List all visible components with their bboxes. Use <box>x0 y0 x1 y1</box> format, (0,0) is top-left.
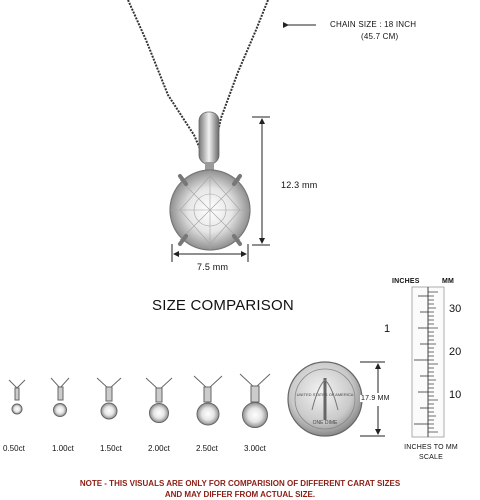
chain-size-cm-label: (45.7 CM) <box>361 32 399 41</box>
disclaimer-line2: AND MAY DIFFER FROM ACTUAL SIZE. <box>164 490 316 499</box>
size-comparison-pendants <box>8 373 271 428</box>
ruler-inches-header: INCHES <box>392 278 420 285</box>
carat-label-150: 1.50ct <box>100 444 122 453</box>
coin-top-text: UNITED STATES OF AMERICA <box>296 392 354 397</box>
ruler-mm-10: 10 <box>449 389 462 401</box>
carat-label-200: 2.00ct <box>148 444 170 453</box>
ruler <box>411 286 445 438</box>
dime-coin <box>287 361 363 437</box>
carat-label-100: 1.00ct <box>52 444 74 453</box>
ruler-caption-line1: INCHES TO MM <box>404 444 458 451</box>
pendant-height-label: 12.3 mm <box>281 180 318 190</box>
ruler-mm-header: MM <box>442 278 455 285</box>
pendant <box>169 111 251 251</box>
ruler-caption-line2: SCALE <box>419 454 443 461</box>
width-dimension <box>171 244 249 262</box>
size-comparison-title: SIZE COMPARISON <box>152 297 294 314</box>
ruler-inch-1: 1 <box>384 323 391 335</box>
chain-size-label: CHAIN SIZE : 18 INCH <box>330 20 417 29</box>
ruler-mm-20: 20 <box>449 346 462 358</box>
coin-bottom-text: ONE DIME <box>312 420 338 426</box>
chain <box>127 0 269 159</box>
carat-label-250: 2.50ct <box>196 444 218 453</box>
disclaimer-line1: NOTE - THIS VISUALS ARE ONLY FOR COMPARI… <box>79 479 401 488</box>
carat-label-300: 3.00ct <box>244 444 266 453</box>
height-dimension <box>252 116 270 246</box>
coin-diameter-label: 17.9 MM <box>360 395 391 402</box>
ruler-mm-30: 30 <box>449 303 462 315</box>
pendant-width-label: 7.5 mm <box>197 262 229 272</box>
carat-label-050: 0.50ct <box>3 444 25 453</box>
